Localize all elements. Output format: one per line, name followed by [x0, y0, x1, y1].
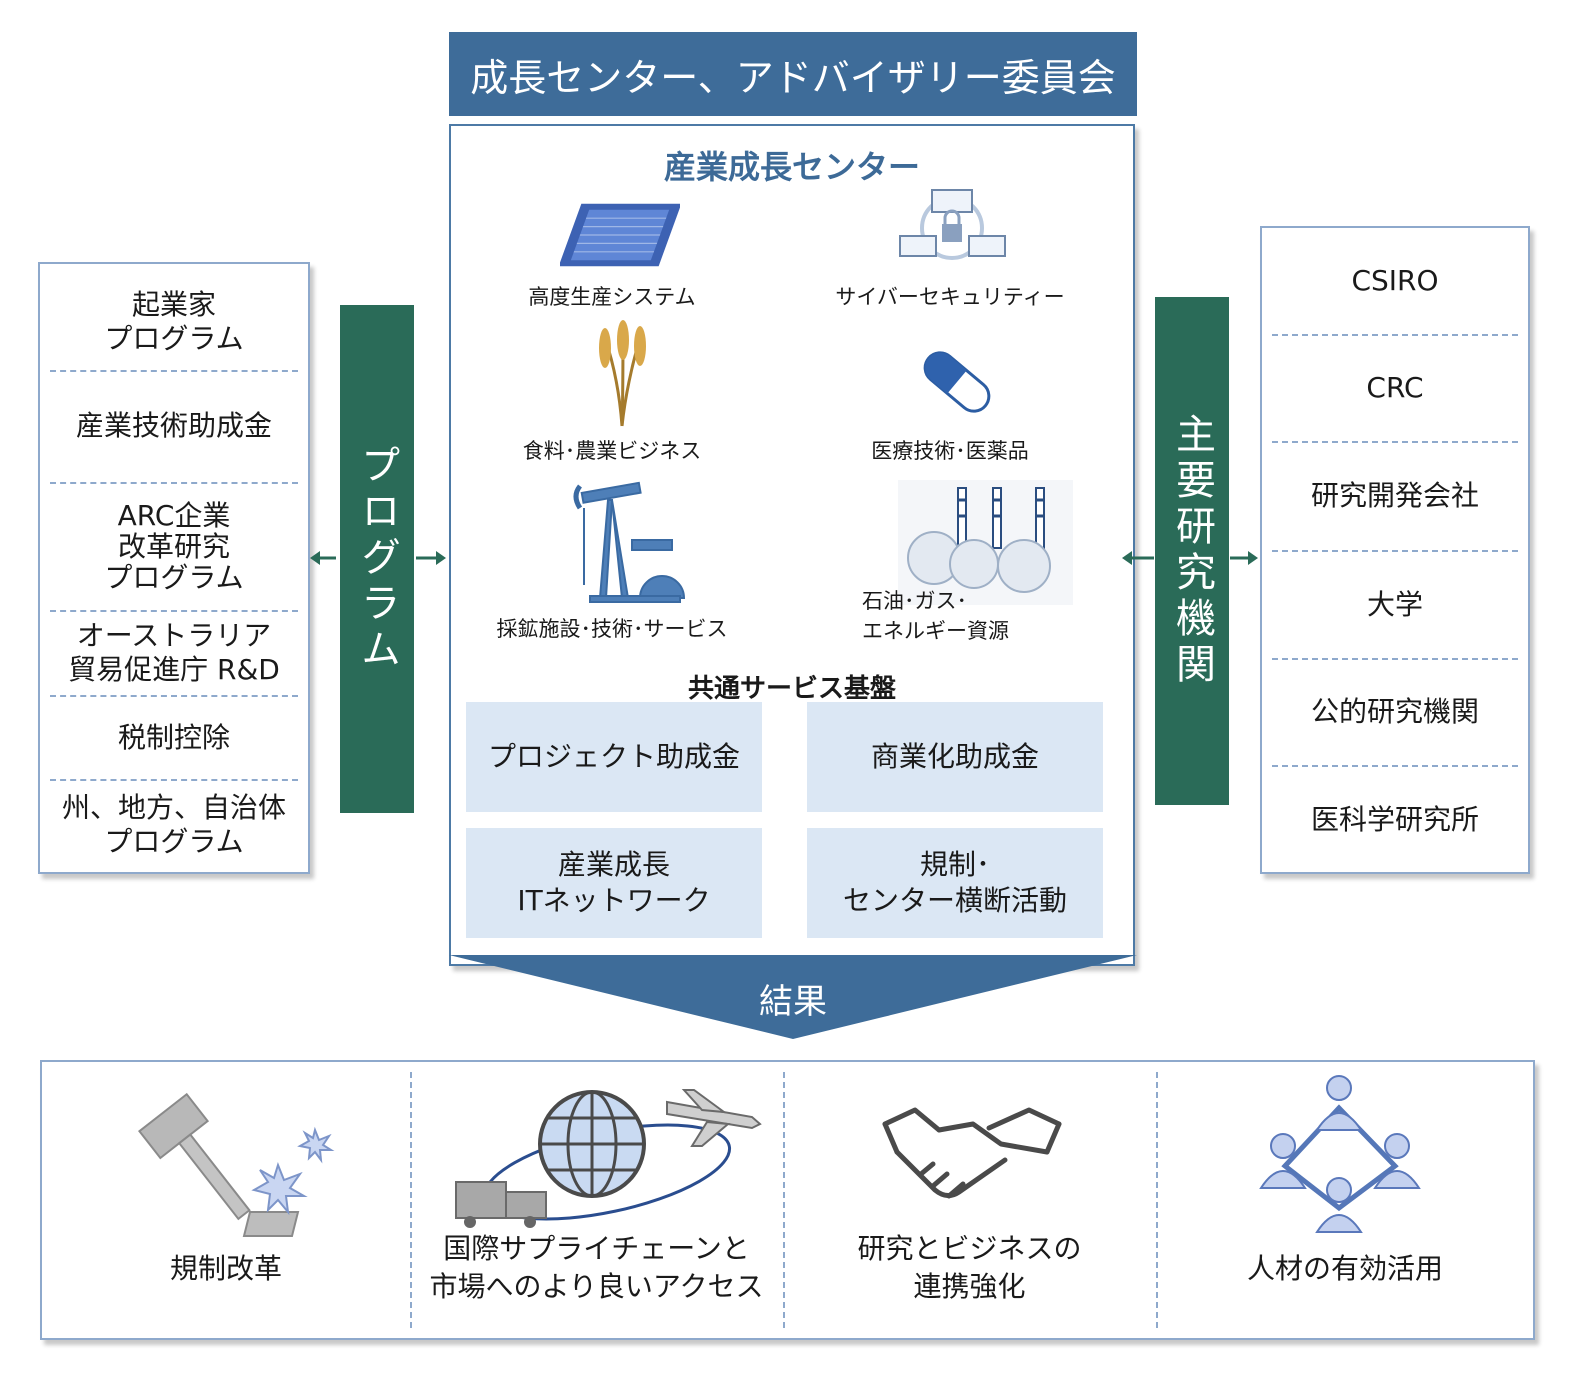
globe-logistics-icon [455, 1089, 762, 1228]
divider [1272, 658, 1518, 660]
research-item: CRC [1366, 371, 1424, 404]
handshake-icon [882, 1107, 1062, 1199]
center-title: 産業成長センター [663, 148, 920, 186]
research-item: 研究開発会社 [1310, 479, 1479, 512]
divider [50, 695, 298, 697]
program-item: 産業技術助成金 [75, 409, 272, 442]
program-item: 州、地方、自治体プログラム [61, 791, 286, 858]
result-label: 結果 [759, 982, 827, 1022]
committee-title: 成長センター、アドバイザリー委員会 [449, 32, 1137, 116]
sector-label: 石油･ガス･エネルギー資源 [862, 589, 1009, 643]
pumpjack-icon [573, 481, 685, 603]
outcome-label: 人材の有効活用 [1246, 1252, 1443, 1285]
divider [1272, 550, 1518, 552]
refinery-icon [898, 480, 1073, 605]
program-item: 税制控除 [117, 721, 230, 754]
service-box: 商業化助成金 [807, 702, 1103, 812]
divider [50, 370, 298, 372]
outcomes-panel: 規制改革 国際サプライチェーンと市場へのより良いアクセス [40, 1060, 1535, 1340]
programs-list: 起業家プログラム 産業技術助成金 ARC企業改革研究プログラム オーストラリア貿… [38, 262, 310, 874]
outcome-label: 国際サプライチェーンと市場へのより良いアクセス [429, 1232, 764, 1303]
capsule-icon [923, 351, 991, 413]
sector-label: 食料･農業ビジネス [522, 439, 702, 463]
wheat-icon [599, 320, 646, 427]
result-chevron [449, 955, 1137, 1039]
divider [1156, 1072, 1158, 1328]
divider [410, 1072, 412, 1328]
research-bar: 主要研究機関 [1155, 297, 1229, 805]
program-item: オーストラリア貿易促進庁 R&D [68, 619, 280, 686]
research-item: 公的研究機関 [1310, 695, 1479, 728]
people-network-icon [1259, 1075, 1421, 1233]
right-double-arrow [1122, 551, 1258, 565]
left-double-arrow [310, 551, 446, 565]
gavel-icon [138, 1092, 335, 1237]
network-lock-icon [899, 189, 1006, 260]
sector-label: 採鉱施設･技術･サービス [496, 617, 728, 641]
divider [1272, 334, 1518, 336]
research-item: 医科学研究所 [1310, 803, 1479, 836]
outcome-label: 研究とビジネスの連携強化 [857, 1232, 1082, 1303]
research-item: 大学 [1366, 588, 1423, 621]
microchip-icon [560, 203, 680, 267]
divider [1272, 765, 1518, 767]
divider [783, 1072, 785, 1328]
research-list: CSIRO CRC 研究開発会社 大学 公的研究機関 医科学研究所 [1260, 226, 1530, 874]
service-box: プロジェクト助成金 [466, 702, 762, 812]
research-item: CSIRO [1351, 264, 1439, 297]
service-box: 規制･センター横断活動 [807, 828, 1103, 938]
divider [50, 482, 298, 484]
program-item: ARC企業改革研究プログラム [104, 498, 244, 594]
outcome-label: 規制改革 [169, 1252, 282, 1285]
divider [1272, 441, 1518, 443]
sector-label: サイバーセキュリティー [835, 285, 1065, 309]
programs-bar: プログラム [340, 305, 414, 813]
common-services-title: 共通サービス基盤 [687, 674, 896, 704]
divider [50, 779, 298, 781]
sector-label: 医療技術･医薬品 [871, 439, 1029, 463]
divider [50, 610, 298, 612]
program-item: 起業家プログラム [104, 288, 244, 355]
sector-label: 高度生産システム [528, 285, 696, 309]
